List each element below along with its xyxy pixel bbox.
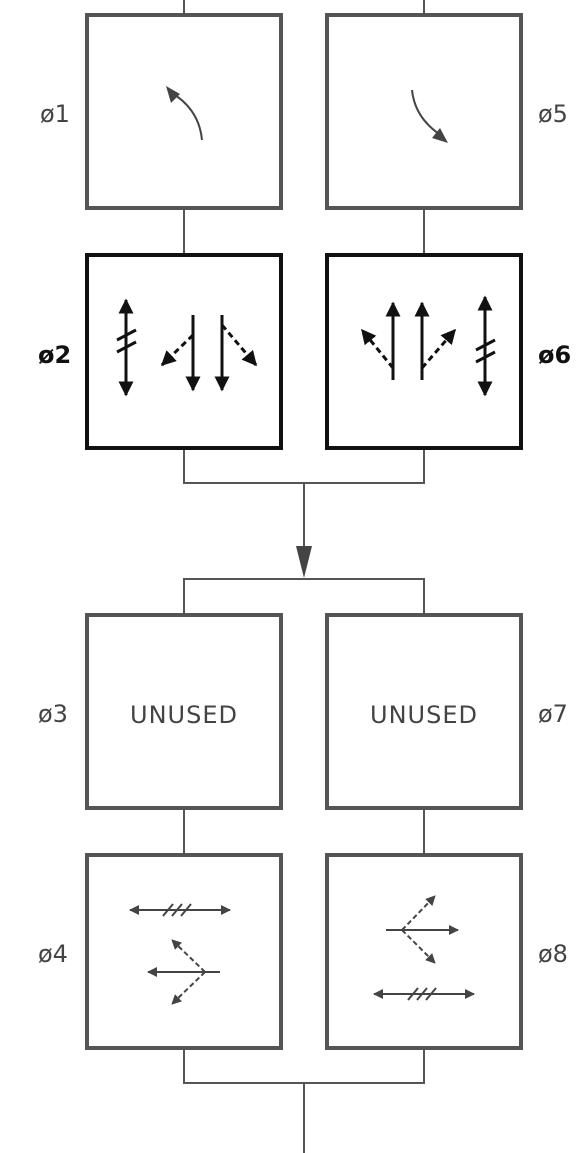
pedestrian-and-through-movements-icon	[373, 895, 475, 1001]
pedestrian-and-through-movements-icon	[129, 903, 231, 1005]
phase-8-box	[325, 853, 523, 1050]
phase-8-label: ø8	[538, 940, 568, 968]
phase-7-box: UNUSED	[325, 613, 523, 810]
through-and-turn-movements-icon	[360, 295, 496, 397]
phase-7-label: ø7	[538, 700, 568, 728]
phase-5-label: ø5	[538, 100, 568, 128]
phase-3-box: UNUSED	[85, 613, 283, 810]
phase-3-label: ø3	[38, 700, 68, 728]
connectors-bottom	[183, 808, 425, 1153]
phase-5-box	[325, 13, 523, 210]
phase-7-status: UNUSED	[370, 701, 478, 729]
phase-6-box	[325, 253, 523, 450]
phase-2-box	[85, 253, 283, 450]
right-turn-arrow-icon	[411, 89, 448, 143]
phase-4-label: ø4	[38, 940, 68, 968]
through-and-turn-movements-icon	[116, 298, 258, 397]
phase-6-label: ø6	[538, 341, 571, 369]
phase-1-box	[85, 13, 283, 210]
phase-4-box	[85, 853, 283, 1050]
phase-3-status: UNUSED	[130, 701, 238, 729]
phase-1-label: ø1	[40, 100, 70, 128]
phase-2-label: ø2	[38, 341, 71, 369]
barrier-arrow	[183, 483, 425, 615]
left-turn-arrow-icon	[166, 86, 203, 141]
